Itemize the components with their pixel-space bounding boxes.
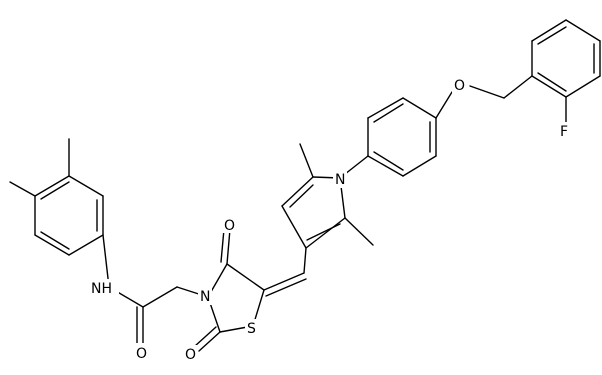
- bond: [531, 19, 567, 42]
- bond: [537, 26, 567, 45]
- bond: [68, 234, 104, 256]
- fluorine-label: F: [560, 124, 568, 140]
- bond: [531, 75, 567, 98]
- bond: [40, 231, 70, 250]
- carbonyl-oxygen-top-label: O: [224, 218, 235, 234]
- bond: [281, 176, 314, 207]
- bond: [40, 181, 70, 200]
- bond: [263, 272, 305, 291]
- bond: [367, 155, 404, 177]
- bond-layer: [9, 19, 601, 352]
- bond: [299, 143, 314, 178]
- bond: [220, 228, 225, 263]
- bond: [198, 331, 221, 352]
- pyrrole-nitrogen-label: N: [335, 172, 345, 188]
- bond: [102, 234, 110, 288]
- bond: [373, 151, 404, 171]
- bond: [226, 228, 231, 265]
- bond: [503, 75, 533, 99]
- bond: [344, 217, 374, 246]
- bond: [402, 155, 437, 177]
- bond: [142, 286, 178, 308]
- carbonyl-oxygen-bottom-label: O: [185, 347, 196, 363]
- bond: [305, 217, 346, 249]
- bond: [68, 175, 104, 197]
- bond: [9, 181, 36, 197]
- bond: [194, 326, 217, 347]
- bond: [367, 97, 404, 119]
- bond: [537, 72, 567, 92]
- bond: [469, 85, 505, 99]
- atom-label-layer: NH O N S O O N O F: [91, 76, 571, 363]
- bond: [303, 247, 307, 274]
- bond: [265, 278, 307, 297]
- bond: [435, 91, 453, 119]
- ether-oxygen-label: O: [454, 78, 465, 94]
- bond: [565, 75, 601, 98]
- bond: [373, 103, 404, 123]
- bond: [226, 263, 265, 291]
- bond: [565, 19, 601, 42]
- amide-oxygen-label: O: [136, 346, 147, 362]
- bond: [281, 205, 307, 249]
- bond: [306, 223, 341, 241]
- bond: [402, 97, 437, 119]
- bond: [34, 234, 70, 256]
- ring-sulfur-label: S: [247, 321, 256, 337]
- ring-nitrogen-label: N: [200, 289, 210, 305]
- bond: [289, 184, 314, 208]
- nh-label: NH: [91, 281, 112, 297]
- bond: [34, 175, 70, 197]
